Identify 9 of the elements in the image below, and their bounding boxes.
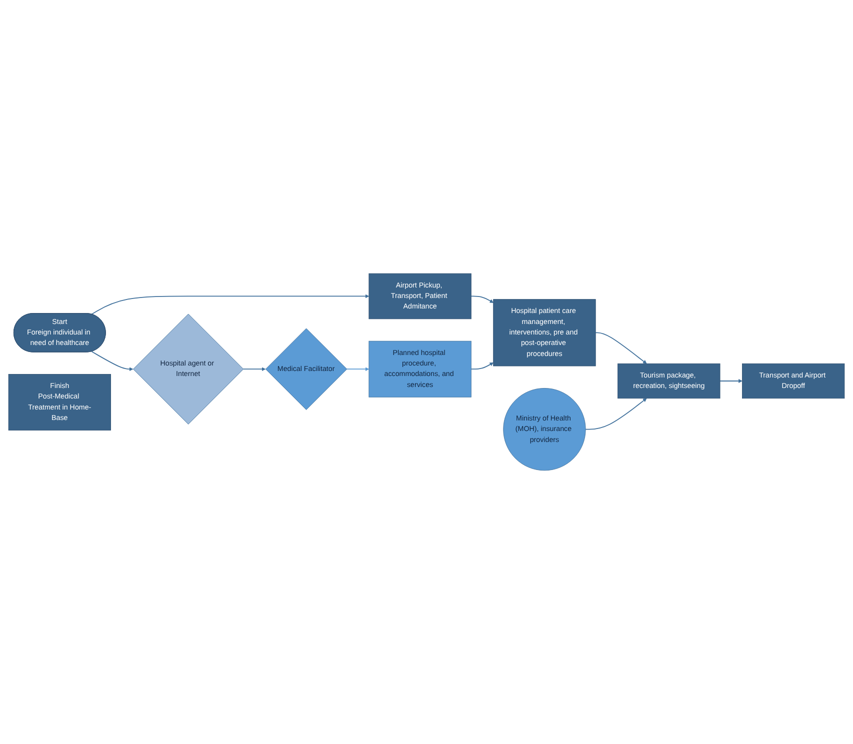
arrow bbox=[720, 379, 742, 383]
arrow bbox=[346, 367, 370, 372]
arrow bbox=[595, 332, 647, 364]
arrow bbox=[91, 294, 370, 315]
arrow bbox=[470, 362, 494, 370]
arrow bbox=[470, 296, 494, 303]
arrow bbox=[242, 367, 266, 372]
arrow bbox=[91, 351, 134, 372]
arrow bbox=[585, 398, 647, 430]
